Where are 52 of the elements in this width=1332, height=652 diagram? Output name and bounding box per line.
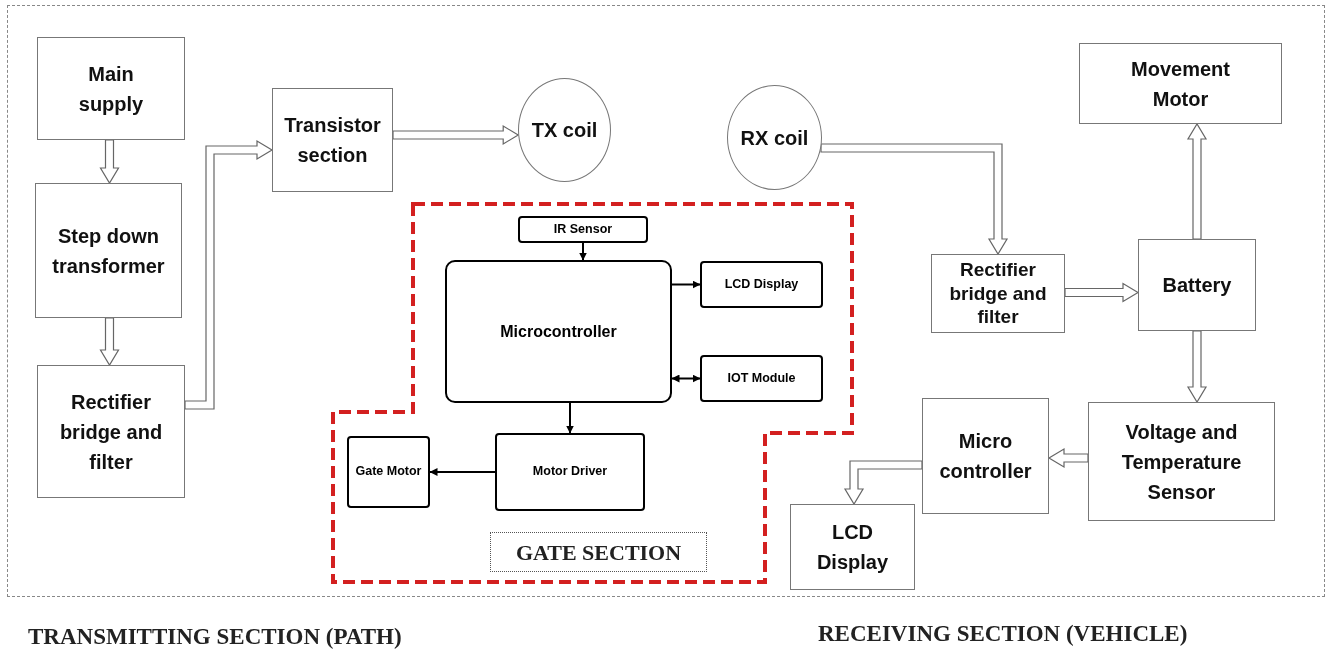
module-box <box>347 436 430 508</box>
node-label: Rectifier bridge and filter <box>948 257 1048 330</box>
arrow <box>429 468 496 476</box>
module-box <box>700 261 823 308</box>
module-box <box>495 433 645 511</box>
node-label: TX coil <box>531 118 598 143</box>
node-label: RX coil <box>740 125 809 151</box>
node-label: IOT Module <box>727 370 796 387</box>
process-box <box>931 254 1065 333</box>
arrow <box>579 242 587 261</box>
block-arrow <box>99 139 120 185</box>
block-arrow <box>99 317 120 367</box>
block-arrow <box>392 124 520 146</box>
node-label: Transistor section <box>283 113 382 168</box>
arrow <box>671 280 701 289</box>
node-label: Main supply <box>77 61 145 117</box>
process-box <box>1079 43 1282 124</box>
node-label: Motor Driver <box>532 464 608 480</box>
section-caption: TRANSMITTING SECTION (PATH) <box>28 623 402 651</box>
block-arrow <box>1064 282 1140 303</box>
process-box <box>922 398 1049 514</box>
process-box <box>35 183 182 318</box>
section-title: GATE SECTION <box>490 532 707 572</box>
node-label: Microcontroller <box>500 321 617 342</box>
block-arrow <box>820 143 1009 256</box>
process-box <box>272 88 393 192</box>
module-box <box>700 355 823 402</box>
section-caption: RECEIVING SECTION (VEHICLE) <box>818 620 1188 648</box>
node-label: Movement Motor <box>1130 56 1231 112</box>
block-arrow <box>1186 330 1208 404</box>
block-arrow <box>843 460 923 506</box>
process-box <box>790 504 915 590</box>
process-box <box>1088 402 1275 521</box>
node-label: Battery <box>1162 273 1232 298</box>
node-label: Rectifier bridge and filter <box>58 389 164 475</box>
arrow <box>566 402 574 434</box>
block-arrow <box>1047 447 1089 469</box>
process-box <box>37 37 185 140</box>
process-box <box>1138 239 1256 331</box>
node-label: Voltage and Temperature Sensor <box>1120 419 1243 505</box>
node-label: Gate Motor <box>355 464 422 480</box>
process-box <box>37 365 185 498</box>
controller-box <box>445 260 672 403</box>
node-label: Step down transformer <box>51 223 166 279</box>
node-label: Micro controller <box>938 429 1033 484</box>
block-arrow <box>184 139 274 410</box>
node-label: LCD Display <box>815 520 890 575</box>
arrow <box>671 374 701 383</box>
node-label: IR Sensor <box>553 221 613 238</box>
block-arrow <box>1186 122 1208 240</box>
node-label: LCD Display <box>724 276 799 293</box>
module-box <box>518 216 648 243</box>
